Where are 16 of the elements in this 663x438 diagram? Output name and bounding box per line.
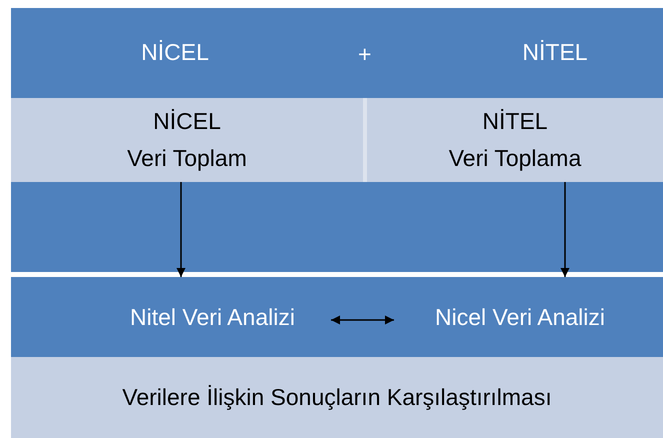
cell-text: Verilere İlişkin Sonuçların Karşılaştırılması <box>122 383 552 412</box>
table-cell <box>11 98 363 182</box>
cell-text: Nicel Veri Analizi <box>434 302 606 332</box>
cell-text: Veri Toplama <box>448 144 582 173</box>
plus-sign: + <box>358 40 372 69</box>
arrow <box>176 182 186 277</box>
table-row <box>11 357 663 438</box>
cell-text: NİTEL <box>522 38 588 68</box>
cell-heading: NİTEL <box>482 107 548 136</box>
arrow <box>331 316 394 324</box>
arrow <box>560 182 570 277</box>
table-cell <box>367 98 663 182</box>
cell-heading: NİCEL <box>153 107 221 136</box>
cell-text: Nitel Veri Analizi <box>130 302 295 332</box>
cell-text: NİCEL <box>141 38 209 68</box>
cell-text: Veri Toplam <box>127 144 247 173</box>
